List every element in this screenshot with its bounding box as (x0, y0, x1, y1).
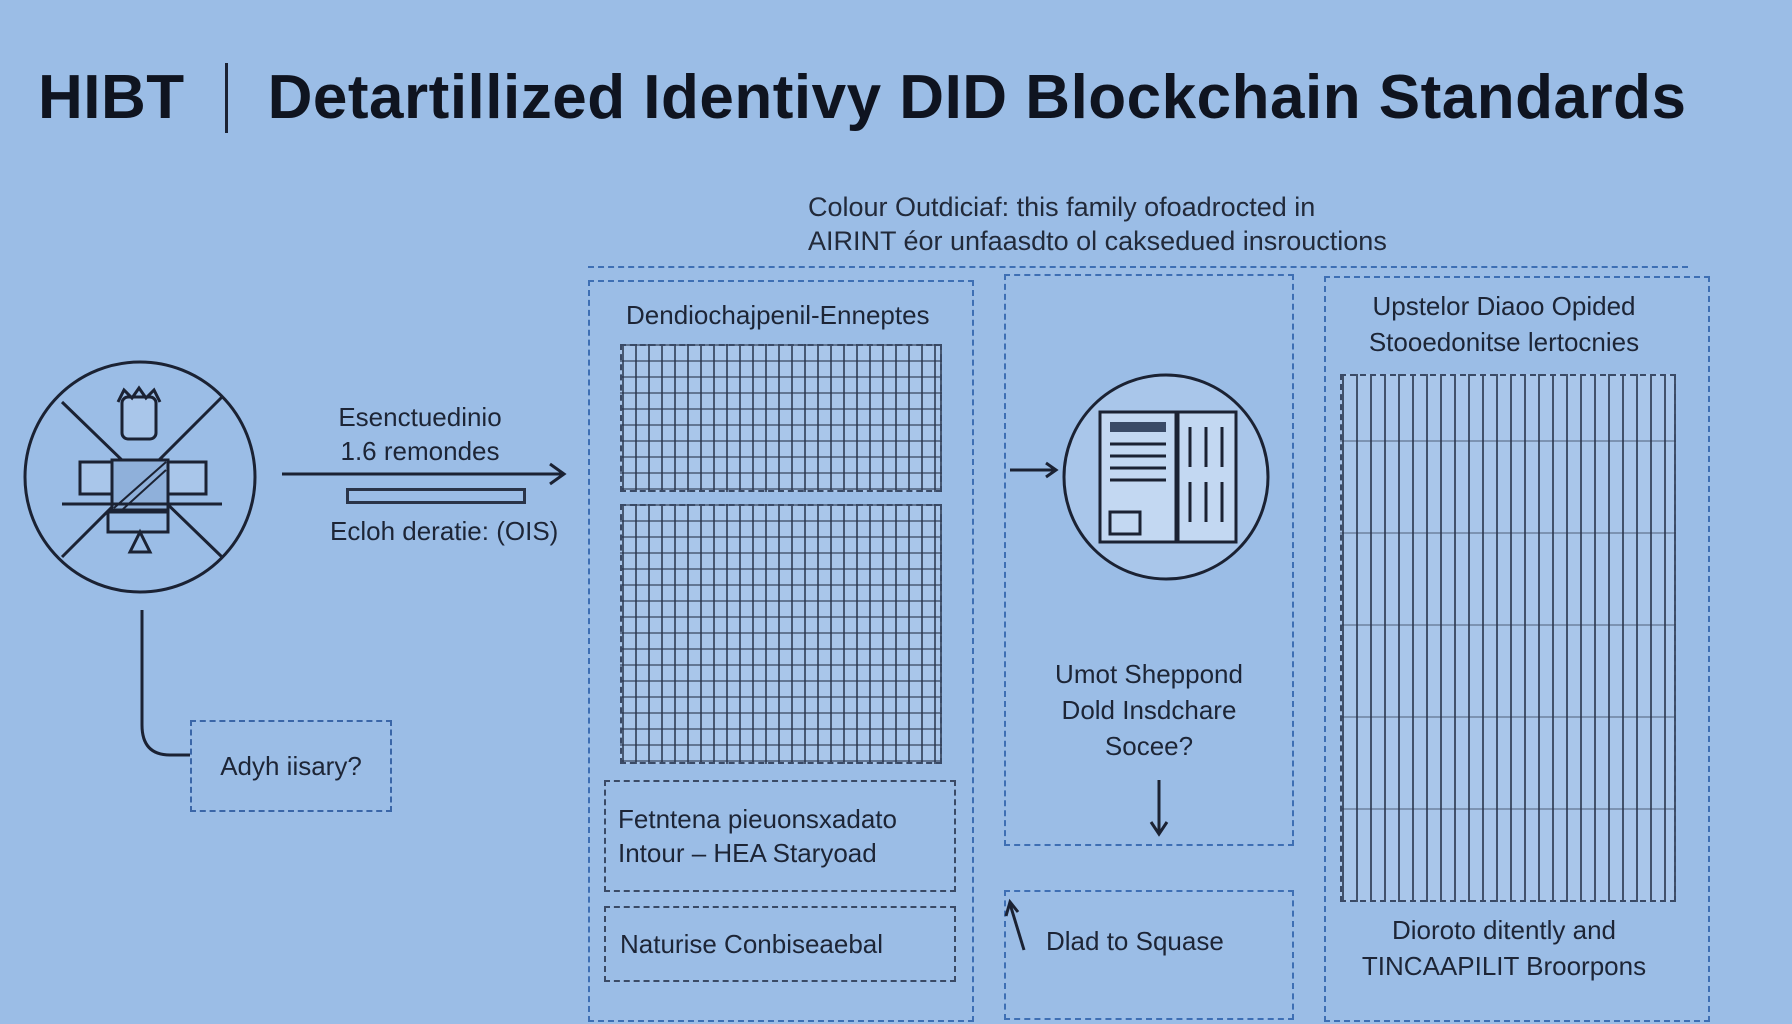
column-3-heading: Upstelor Diaoo Opided Stooedonitse lerto… (1324, 288, 1684, 360)
arrow-label-line1: Esenctuedinio (338, 402, 502, 432)
column-2-question-line2: Dold Insdchare (1061, 695, 1237, 725)
column-3-footer-line1: Dioroto ditently and (1391, 915, 1617, 945)
top-note-line1: Colour Outdiciaf: this family ofoadrocte… (808, 192, 1316, 222)
vertical-data-grid (1340, 374, 1676, 902)
top-note-line2: AIRINT éor unfaasdto ol caksedued insrou… (808, 226, 1387, 256)
data-grid-bottom (620, 504, 942, 764)
page-title-row: HIBT Detartillized Identivy DID Blockcha… (38, 62, 1687, 133)
column-1-text-line1: Fetntena pieuonsxadato (618, 804, 897, 834)
column-2-footer-frame (1004, 890, 1294, 1020)
query-box: Adyh iisary? (190, 720, 392, 812)
brand-name: HIBT (38, 63, 185, 132)
column-1-text-box: Fetntena pieuonsxadato Intour – HEA Star… (604, 780, 956, 892)
column-1-frame (588, 280, 974, 1022)
column-1-heading: Dendiochajpenil-Enneptes (626, 300, 930, 330)
data-grid-top (620, 344, 942, 492)
column-1-text-line2: Intour – HEA Staryoad (618, 838, 877, 868)
identity-network-icon (23, 360, 257, 594)
column-2-frame (1004, 274, 1294, 846)
column-3-footer-line2: TINCAAPILIT Broorpons (1361, 951, 1647, 981)
column-3-heading-line2: Stooedonitse lertocnies (1368, 327, 1640, 357)
column-2-question-line1: Umot Sheppond (1055, 659, 1243, 689)
arrow-up-left-icon (1004, 898, 1026, 951)
query-connector-line (140, 610, 190, 757)
page-title: Detartillized Identivy DID Blockchain St… (267, 63, 1687, 132)
arrow-right-icon (282, 462, 567, 486)
column-2-question-line3: Socee? (1104, 731, 1194, 761)
arrow-caption: Ecloh deratie: (OIS) (330, 516, 559, 546)
document-ledger-icon (1062, 373, 1270, 581)
arrow-label-line2: 1.6 remondes (340, 436, 500, 466)
column-1-footer-box: Naturise Conbiseaebal (604, 906, 956, 982)
outer-frame-top (588, 266, 1688, 268)
arrow-down-icon (1149, 780, 1169, 837)
column-3-heading-line1: Upstelor Diaoo Opided (1372, 291, 1636, 321)
progress-bar-outline (346, 488, 526, 504)
small-arrow-right-icon (1010, 461, 1059, 479)
column-3-frame (1324, 276, 1710, 1022)
title-separator (224, 62, 228, 133)
column-2-question: Umot Sheppond Dold Insdchare Socee? (1004, 656, 1294, 764)
column-2-footer: Dlad to Squase (1046, 926, 1224, 956)
top-note: Colour Outdiciaf: this family ofoadrocte… (808, 190, 1387, 258)
column-3-footer: Dioroto ditently and TINCAAPILIT Broorpo… (1324, 912, 1684, 984)
arrow-label: Esenctuedinio 1.6 remondes (320, 400, 520, 468)
